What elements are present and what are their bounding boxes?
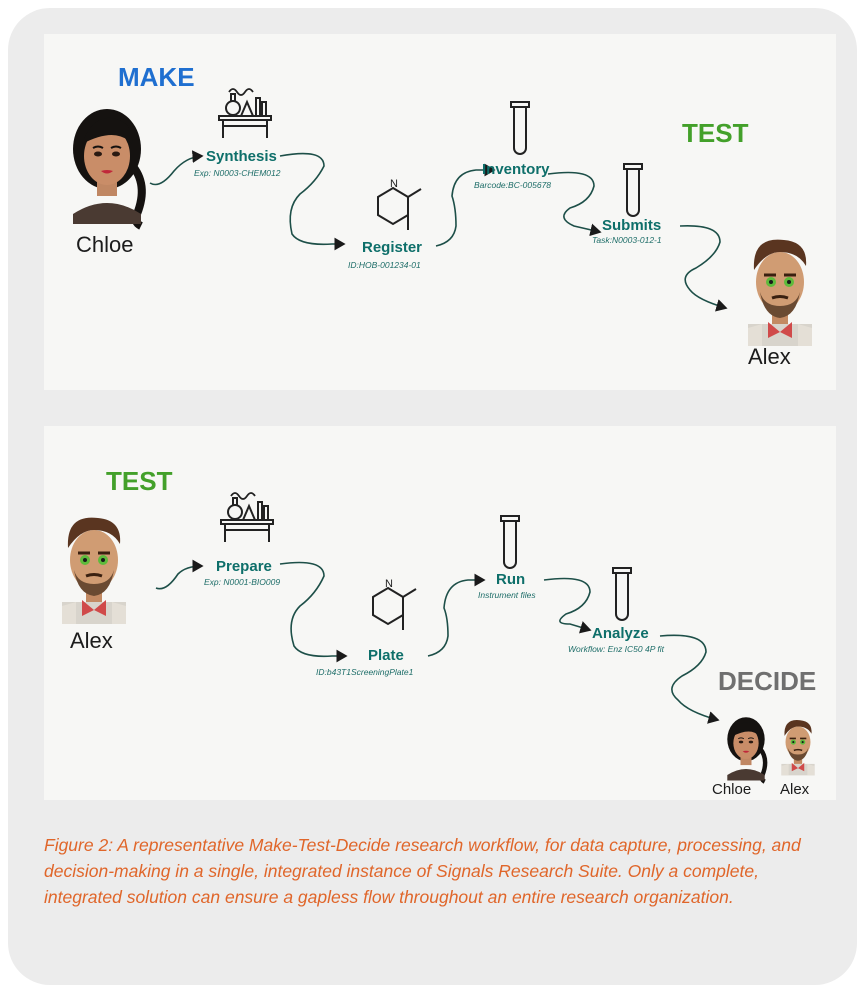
svg-text:N: N [385, 578, 393, 590]
figure-caption: Figure 2: A representative Make-Test-Dec… [44, 835, 801, 907]
step-prepare-sub: Exp: N0001-BIO009 [204, 577, 280, 587]
stage-label-decide: DECIDE [718, 666, 816, 696]
test-decide-panel: TEST DECIDE Alex Chloe Alex N Prepare [44, 426, 836, 800]
step-inventory-sub: Barcode:BC-005678 [474, 180, 551, 190]
step-run-label: Run [496, 571, 525, 588]
test-decide-diagram: TEST DECIDE Alex Chloe Alex N Prepare [60, 466, 816, 798]
alex-avatar [780, 719, 816, 777]
step-register-label: Register [362, 239, 422, 256]
alex-avatar [746, 238, 814, 348]
decide-person-alex-name: Alex [780, 781, 810, 798]
stage-label-test: TEST [682, 118, 749, 148]
lab-bench-icon [220, 492, 274, 543]
person-alex-name: Alex [70, 628, 113, 653]
step-plate-label: Plate [368, 647, 404, 664]
molecule-icon [377, 187, 422, 231]
step-inventory-label: Inventory [482, 161, 550, 178]
test-tube-icon [612, 567, 632, 621]
stage-label-test: TEST [106, 466, 173, 496]
chloe-avatar [73, 109, 142, 226]
person-chloe-name: Chloe [76, 232, 133, 257]
step-synthesis-sub: Exp: N0003-CHEM012 [194, 168, 281, 178]
step-submits-label: Submits [602, 217, 661, 234]
step-analyze-sub: Workflow: Enz IC50 4P fit [568, 644, 665, 654]
make-test-diagram: MAKE TEST Chloe Alex N Synthesis Exp: N0… [44, 62, 814, 369]
make-test-panel: MAKE TEST Chloe Alex N Synthesis Exp: N0… [44, 34, 836, 390]
step-register-sub: ID:HOB-001234-01 [348, 260, 421, 270]
step-analyze-label: Analyze [592, 625, 649, 642]
test-tube-icon [623, 163, 643, 217]
lab-bench-icon [218, 88, 272, 139]
step-prepare-label: Prepare [216, 558, 272, 575]
test-tube-icon [500, 515, 520, 569]
step-run-sub: Instrument files [478, 590, 536, 600]
stage-label-make: MAKE [118, 62, 195, 92]
svg-text:N: N [390, 178, 398, 190]
molecule-icon [372, 587, 417, 631]
person-alex-name: Alex [748, 344, 791, 369]
step-submits-sub: Task:N0003-012-1 [592, 235, 662, 245]
alex-avatar [60, 516, 128, 626]
chloe-avatar [727, 717, 765, 781]
test-tube-icon [510, 101, 530, 155]
step-plate-sub: ID:b43T1ScreeningPlate1 [316, 667, 414, 677]
decide-person-chloe-name: Chloe [712, 781, 751, 798]
step-synthesis-label: Synthesis [206, 148, 277, 165]
